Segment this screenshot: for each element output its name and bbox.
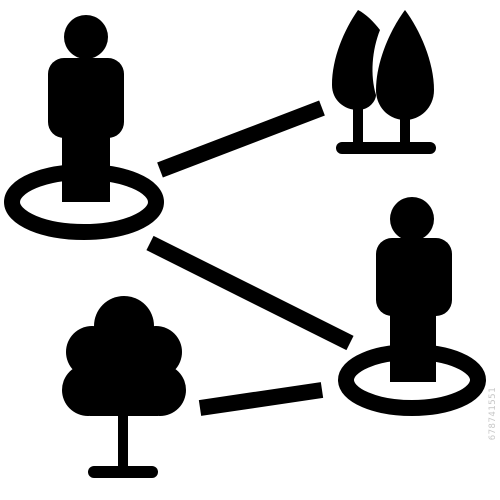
person-top-left-body xyxy=(48,58,124,138)
pine-tree-large xyxy=(376,10,434,120)
tree-crown-core xyxy=(90,330,158,416)
person-top-left-legs xyxy=(62,128,110,202)
person-right xyxy=(338,197,486,416)
tree-trunk xyxy=(118,410,128,470)
person-right-head xyxy=(390,197,434,241)
link-person-to-pine-trees xyxy=(157,100,325,178)
pine-trees xyxy=(332,10,436,154)
person-top-left xyxy=(4,15,164,240)
link-tree-to-person xyxy=(198,382,324,416)
watermark-id: 678741551 xyxy=(488,386,498,440)
person-right-legs xyxy=(390,306,436,382)
deciduous-tree xyxy=(62,296,186,478)
pine-tree-small xyxy=(332,10,380,110)
connection-lines xyxy=(146,100,354,416)
person-right-body xyxy=(376,238,452,316)
person-top-left-head xyxy=(64,15,108,59)
link-person-to-person xyxy=(146,235,354,351)
